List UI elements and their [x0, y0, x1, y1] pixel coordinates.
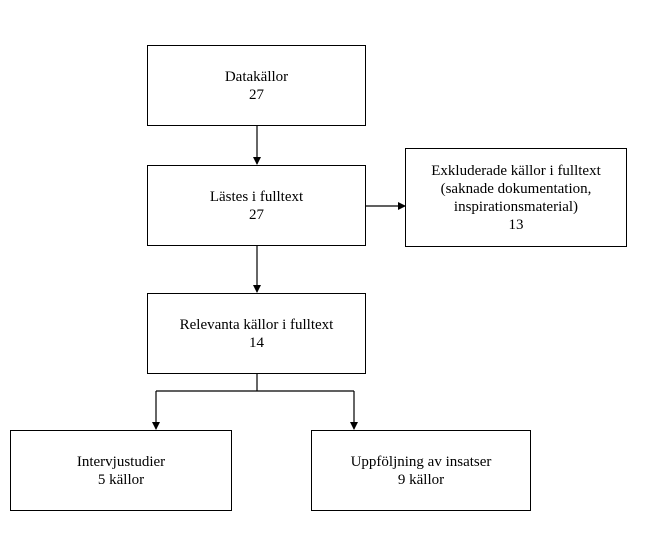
- node-uppfoljning-av-insatser: Uppföljning av insatser 9 källor: [311, 430, 531, 511]
- node-lastes-label: Lästes i fulltext: [209, 188, 304, 205]
- node-intervjustudier: Intervjustudier 5 källor: [10, 430, 232, 511]
- node-relevanta-count: 14: [249, 334, 264, 351]
- node-datakallor-count: 27: [249, 86, 264, 103]
- node-uppfoljning-count: 9 källor: [397, 471, 445, 488]
- node-lastes-count: 27: [249, 206, 264, 223]
- node-relevanta-kallor: Relevanta källor i fulltext 14: [147, 293, 366, 374]
- node-exkluderade-count: 13: [508, 216, 524, 233]
- node-intervju-count: 5 källor: [97, 471, 145, 488]
- node-lastes-i-fulltext: Lästes i fulltext 27: [147, 165, 366, 246]
- node-datakallor-label: Datakällor: [224, 68, 289, 85]
- node-intervju-label: Intervjustudier: [76, 453, 166, 470]
- node-relevanta-label: Relevanta källor i fulltext: [179, 316, 334, 333]
- node-datakallor: Datakällor 27: [147, 45, 366, 126]
- node-exkluderade-line2: (saknade dokumentation,: [440, 180, 592, 197]
- node-exkluderade-line1: Exkluderade källor i fulltext: [431, 162, 601, 179]
- node-exkluderade-line3: inspirationsmaterial): [453, 198, 579, 215]
- node-exkluderade-kallor: Exkluderade källor i fulltext (saknade d…: [405, 148, 627, 247]
- node-uppfoljning-label: Uppföljning av insatser: [350, 453, 492, 470]
